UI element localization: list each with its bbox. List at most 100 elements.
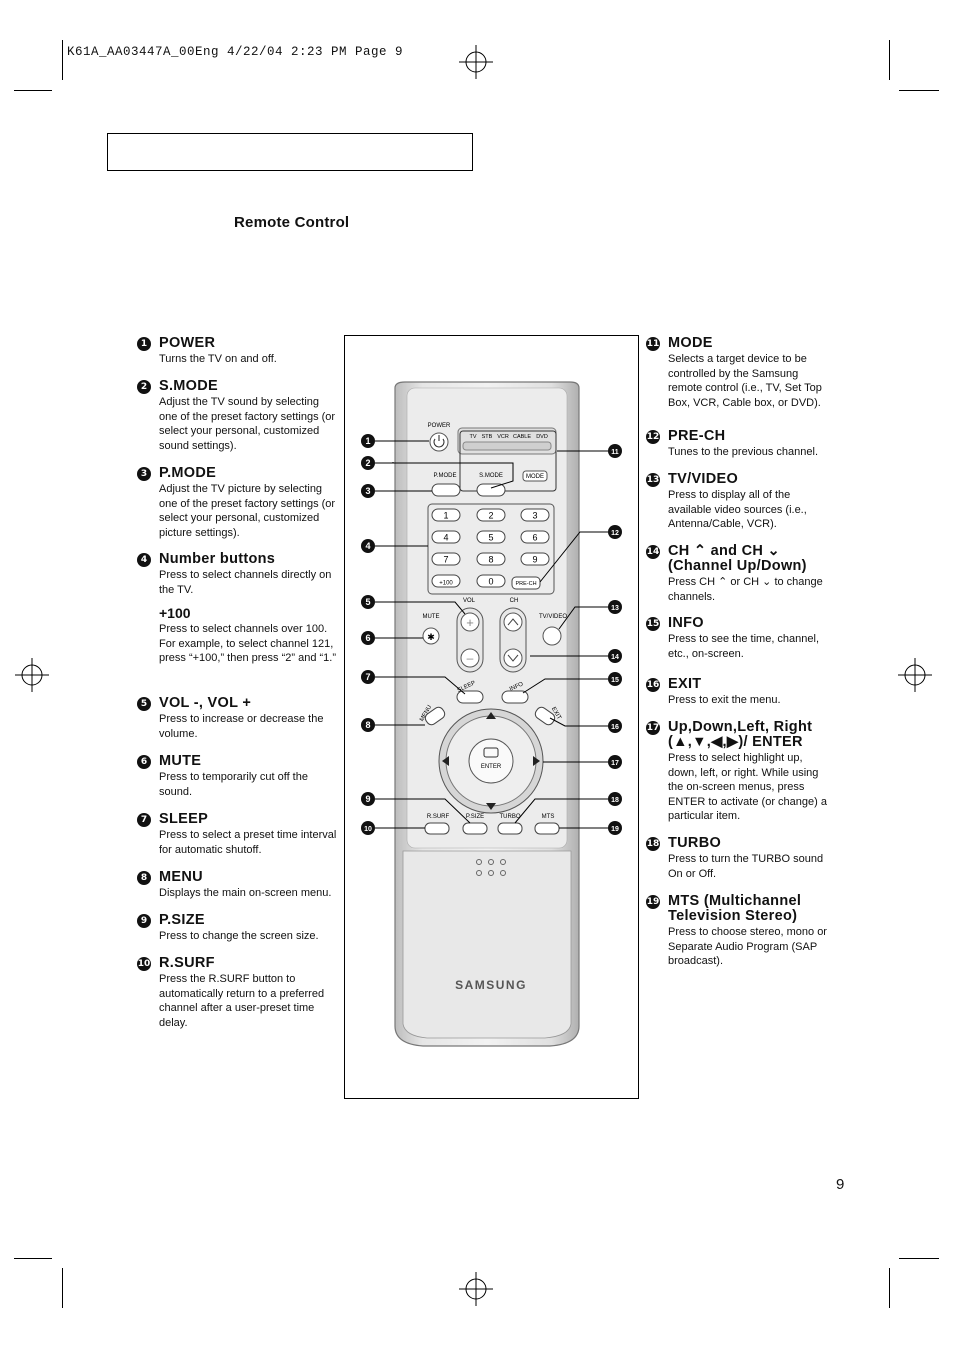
number-button	[476, 552, 506, 566]
legend-item-description: Press to increase or decrease the volume…	[159, 713, 324, 740]
number-button	[476, 508, 506, 522]
svg-text:MTS: MTS	[542, 814, 555, 820]
callout-badge	[608, 600, 622, 614]
callout-number: 15	[646, 617, 660, 631]
legend-item-title: MODE	[668, 335, 713, 351]
legend-item-header: 11 MODE	[646, 336, 831, 351]
callout-badge	[608, 444, 622, 458]
callout-badge-number: 18	[611, 797, 619, 804]
number-button	[431, 530, 461, 544]
number-button	[431, 508, 461, 522]
number-button	[520, 508, 550, 522]
legend-item-title: P.MODE	[159, 465, 217, 481]
svg-text:ENTER: ENTER	[481, 764, 502, 770]
legend-item-title: TURBO	[668, 835, 722, 851]
number-button-label: +100	[439, 581, 453, 587]
legend-item-description: Press to select channels directly on the…	[159, 569, 332, 596]
legend-item-description: Tunes to the previous channel.	[668, 446, 819, 458]
number-button	[431, 574, 461, 588]
callout-badge	[608, 672, 622, 686]
callout-badge	[608, 719, 622, 733]
mode-device-label: VCR	[497, 434, 509, 440]
callout-number: 8	[137, 871, 151, 885]
legend-item-description: Press to exit the menu.	[668, 694, 781, 706]
callout-number: 4	[137, 553, 151, 567]
number-button-label: 0	[488, 577, 493, 587]
number-button-label: 9	[532, 555, 537, 565]
legend-item-description: Displays the main on-screen menu.	[159, 887, 332, 899]
legend-item-title: Number buttons	[159, 551, 276, 567]
callout-badge-number: 11	[611, 449, 619, 456]
legend-item-description: Press to temporarily cut off the sound.	[159, 771, 308, 798]
callout-badge	[608, 649, 622, 663]
legend-item-description: Press to see the time, channel, etc., on…	[668, 633, 820, 660]
callout-badge-number: 12	[611, 530, 619, 537]
callout-badge	[361, 670, 375, 684]
svg-text:MUTE: MUTE	[423, 614, 440, 620]
svg-text:P.MODE: P.MODE	[434, 473, 457, 479]
svg-text:VOL: VOL	[463, 598, 476, 604]
number-button-label: 6	[532, 533, 537, 543]
svg-text:–: –	[467, 651, 474, 665]
mode-device-label: CABLE	[513, 434, 531, 440]
number-button	[520, 552, 550, 566]
callout-badge-number: 9	[365, 794, 370, 804]
number-button	[476, 574, 506, 588]
callout-badge	[361, 821, 375, 835]
callout-number: 12	[646, 430, 660, 444]
number-button	[520, 530, 550, 544]
callout-badge-number: 10	[364, 826, 372, 833]
callout-badge-number: 16	[611, 724, 619, 731]
legend-item-title: PRE-CH	[668, 428, 726, 444]
callout-badge	[608, 821, 622, 835]
callout-number: 2	[137, 380, 151, 394]
svg-text:CH: CH	[510, 598, 519, 604]
number-button-label: 8	[488, 555, 493, 565]
callout-number: 11	[646, 337, 660, 351]
callout-badge-number: 15	[611, 677, 619, 684]
legend-item-header: 4 Number buttons	[137, 552, 337, 567]
legend-item-title: S.MODE	[159, 378, 218, 394]
svg-text:✱: ✱	[427, 632, 435, 642]
crop-mark	[62, 40, 63, 80]
legend-item-header: 2 S.MODE	[137, 379, 337, 394]
crop-mark	[14, 90, 52, 91]
callout-badge	[361, 718, 375, 732]
legend-item-title: VOL -, VOL +	[159, 695, 252, 711]
callout-badge-number: 4	[365, 541, 370, 551]
svg-text:PRE-CH: PRE-CH	[515, 581, 536, 587]
crop-mark	[899, 90, 939, 91]
callout-badge	[361, 484, 375, 498]
legend-item-title: POWER	[159, 335, 216, 351]
callout-number: 1	[137, 337, 151, 351]
legend-item-title: P.SIZE	[159, 912, 205, 928]
legend-item-title: SLEEP	[159, 811, 209, 827]
callout-number: 13	[646, 473, 660, 487]
callout-badge	[361, 631, 375, 645]
callout-number: 7	[137, 813, 151, 827]
svg-text:MODE: MODE	[526, 474, 544, 480]
callout-number: 3	[137, 467, 151, 481]
number-button-label: 2	[488, 511, 493, 521]
page-number: 9	[836, 1176, 845, 1193]
svg-text:+: +	[466, 615, 474, 630]
legend-item-description: Press to select highlight up, down, left…	[668, 752, 827, 822]
number-button-label: 5	[488, 533, 493, 543]
legend-item-header: 7 SLEEP	[137, 812, 337, 827]
callout-badge-number: 6	[365, 633, 370, 643]
crop-mark	[62, 1268, 63, 1308]
number-button-label: 7	[443, 555, 448, 565]
legend-item-description: Selects a target device to be controlled…	[668, 353, 822, 409]
callout-badge-number: 13	[611, 605, 619, 612]
